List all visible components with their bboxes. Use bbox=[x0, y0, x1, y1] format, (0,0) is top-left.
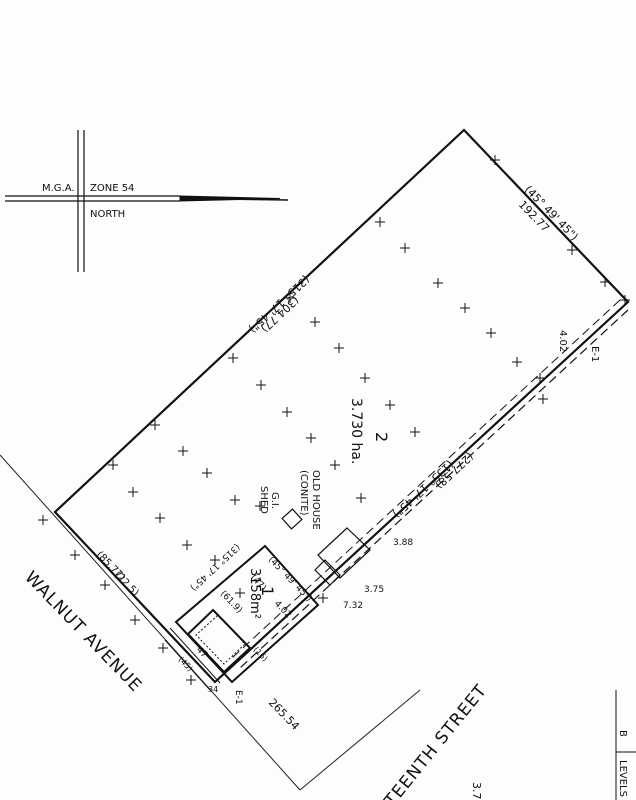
shed-label-1: G.I. bbox=[269, 492, 280, 509]
small-34: 34 bbox=[208, 685, 218, 694]
shed-label-2: SHED bbox=[258, 486, 269, 514]
lot-1-dwelling bbox=[164, 608, 252, 691]
north-arrow bbox=[5, 130, 289, 272]
north-label: NORTH bbox=[90, 209, 125, 220]
zone-label: ZONE 54 bbox=[90, 183, 134, 194]
walnut-avenue-road bbox=[0, 454, 301, 791]
offset-7-32: 7.32 bbox=[343, 601, 363, 611]
offset-4-02-right: 4.02 bbox=[557, 330, 568, 352]
lot-1-bearing: (45° 49' 45") bbox=[266, 555, 314, 604]
lot-2-area: 3.730 ha. bbox=[348, 398, 364, 464]
old-house-label-2: (CONITE) bbox=[298, 470, 309, 516]
lot-1-area: 3158m² bbox=[247, 568, 262, 619]
small-47: 47 bbox=[194, 645, 209, 660]
easement-label-bottom: E-1 bbox=[233, 690, 243, 705]
margin-scale-label: 3.7 bbox=[470, 782, 483, 800]
sixteenth-street-road bbox=[299, 689, 421, 791]
offset-3-88: 3.88 bbox=[393, 538, 413, 548]
margin-levels-label: LEVELS bbox=[617, 760, 628, 797]
spot-height-marks bbox=[38, 155, 630, 685]
margin-strip bbox=[615, 690, 636, 800]
offset-3-75: 3.75 bbox=[364, 585, 384, 595]
right-bearing: (135° 17' 45") bbox=[390, 458, 456, 521]
easement-strip bbox=[231, 299, 629, 669]
margin-b-label: B bbox=[617, 730, 628, 737]
old-house-label-1: OLD HOUSE bbox=[310, 470, 321, 530]
left-bearing: (315° 17' 45") bbox=[246, 273, 312, 336]
easement-label-right: E-1 bbox=[589, 346, 600, 362]
lot-2-number: 2 bbox=[372, 432, 391, 442]
shed-building bbox=[281, 508, 303, 530]
old-house-building bbox=[314, 527, 371, 586]
lot-1-boundary bbox=[174, 544, 320, 684]
lot-2-boundary bbox=[53, 128, 630, 684]
lot-1-top-bearing: (315° 17' 45") bbox=[188, 541, 242, 592]
mga-label: M.G.A. bbox=[42, 183, 75, 194]
offset-4-02-lot1: 4.02 bbox=[272, 599, 293, 620]
lot-1-number: 1 bbox=[258, 586, 277, 596]
bottom-length: 265.54 bbox=[266, 696, 302, 733]
